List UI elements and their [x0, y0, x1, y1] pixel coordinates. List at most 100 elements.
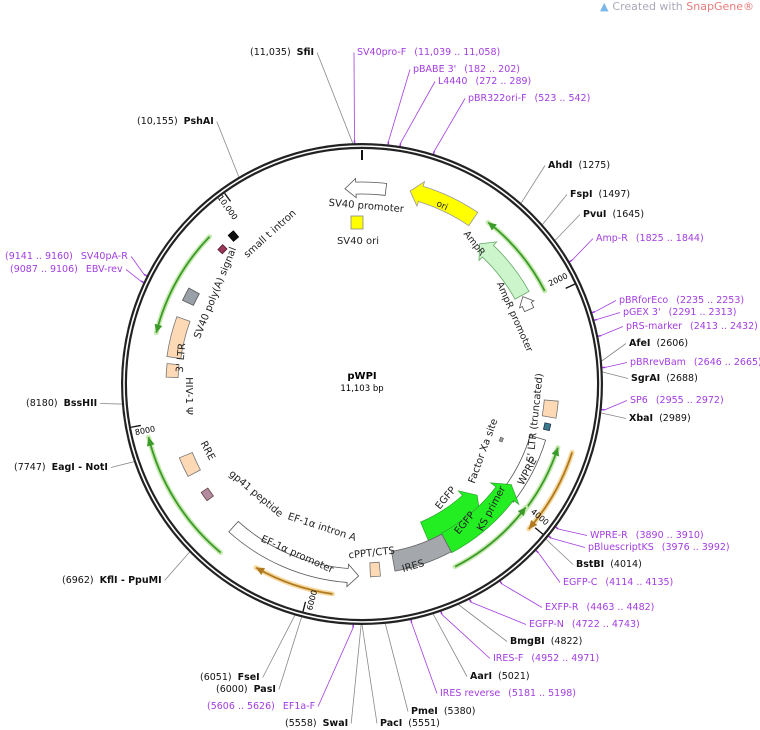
enzyme-name: PacI [380, 718, 402, 729]
primer-range: (182 .. 202) [464, 64, 520, 75]
enzyme-label-pmei[interactable]: PmeI(5380) [411, 706, 475, 717]
enzyme-label-pshai[interactable]: (10,155)PshAI [137, 116, 214, 127]
primer-label-ef1a-f[interactable]: (5606 .. 5626)EF1a-F [207, 701, 315, 712]
primer-label-amp-r[interactable]: Amp-R(1825 .. 1844) [596, 233, 704, 244]
enzyme-leader-line [432, 614, 468, 677]
small-t-intron-mark[interactable] [227, 230, 240, 242]
primer-label-exfp-r[interactable]: EXFP-R(4463 .. 4482) [545, 602, 654, 613]
snapgene-watermark: ▲Created with SnapGene® [599, 0, 754, 13]
ori-arrow[interactable] [409, 180, 479, 227]
enzyme-pos: (2606) [656, 338, 688, 349]
sv40-promoter-arrow[interactable] [344, 177, 388, 199]
orf-left-green[interactable] [147, 437, 222, 554]
primer-name: SV40pA-R [81, 251, 128, 262]
ampr-arrow[interactable] [478, 241, 530, 300]
primer-range: (4114 .. 4135) [605, 577, 673, 588]
tick-mark [302, 601, 307, 612]
primer-label-ires-f[interactable]: IRES-F(4952 .. 4971) [493, 653, 599, 664]
primer-leader-line [594, 300, 617, 313]
ires-box[interactable] [391, 533, 452, 572]
enzyme-name: FspI [570, 189, 592, 200]
enzyme-leader-line [601, 343, 627, 362]
primer-name: SV40pro-F [357, 47, 406, 58]
enzyme-label-sgrai[interactable]: SgrAI(2688) [631, 373, 698, 384]
primer-label-wpre-r[interactable]: WPRE-R(3890 .. 3910) [590, 530, 704, 541]
enzyme-pos: (4822) [551, 636, 583, 647]
enzyme-name: AfeI [629, 338, 650, 349]
5-ltr-truncated-box[interactable] [541, 399, 559, 419]
primer-label-pbrforeco[interactable]: pBRforEco(2235 .. 2253) [619, 295, 744, 306]
3-ltr-box[interactable] [166, 316, 191, 359]
enzyme-label-paci[interactable]: PacI(5551) [380, 718, 440, 729]
primer-leader-line [441, 614, 491, 659]
primer-range: (2955 .. 2972) [656, 395, 724, 406]
sv40-small-t-pink[interactable] [217, 244, 228, 255]
enzyme-label-xbai[interactable]: XbaI(2989) [629, 413, 691, 424]
enzyme-name: AhdI [548, 160, 572, 171]
primer-label-sv40pa-r[interactable]: (9141 .. 9160)SV40pA-R [5, 251, 128, 262]
primer-label-ebv-rev[interactable]: (9087 .. 9106)EBV-rev [10, 264, 123, 275]
primer-range: (4722 .. 4743) [572, 619, 640, 630]
orf-upper-left-green[interactable] [155, 236, 211, 333]
ef1a-promoter-arrow[interactable] [228, 520, 360, 588]
enzyme-label-bsshii[interactable]: (8180)BssHII [26, 398, 97, 409]
primer-label-ires-reverse[interactable]: IRES reverse(5181 .. 5198) [440, 688, 576, 699]
primer-label-pbabe-3-[interactable]: pBABE 3'(182 .. 202) [413, 64, 520, 75]
tick-label: 8000 [134, 424, 156, 437]
egfp-arrow-2[interactable] [440, 482, 520, 554]
factor-xa-mark[interactable] [498, 436, 504, 443]
enzyme-label-ahdi[interactable]: AhdI(1275) [548, 160, 610, 171]
tick-label: 2000 [547, 271, 569, 288]
tick-mark [130, 424, 141, 428]
feature-shapes [146, 177, 575, 597]
enzyme-label-bmgbi[interactable]: BmgBI(4822) [510, 636, 582, 647]
primer-label-egfp-n[interactable]: EGFP-N (4722 .. 4743) [529, 619, 640, 630]
cppt-cts-box[interactable] [369, 561, 381, 578]
primer-label-egfp-c[interactable]: EGFP-C(4114 .. 4135) [563, 577, 673, 588]
enzyme-name: PmeI [411, 706, 438, 717]
teal-feature[interactable] [542, 422, 552, 432]
enzyme-leader-line [100, 403, 122, 405]
sv40-ori-box[interactable] [350, 215, 364, 230]
enzyme-label-sfii[interactable]: (11,035)SfiI [250, 47, 314, 58]
enzyme-label-fsei[interactable]: (6051)FseI [200, 672, 260, 683]
label-gp41-peptide: gp41 peptide [227, 468, 285, 519]
primer-label-pbluescriptks[interactable]: pBluescriptKS(3976 .. 3992) [588, 542, 730, 553]
primer-label-sv40pro-f[interactable]: SV40pro-F(11,039 .. 11,058) [357, 47, 500, 58]
enzyme-label-fspi[interactable]: FspI (1497) [570, 189, 630, 200]
orf-ampr-arrowhead [488, 222, 497, 231]
enzyme-label-pvui[interactable]: PvuI(1645) [583, 209, 644, 220]
rre-box[interactable] [178, 452, 201, 478]
primer-range: (9087 .. 9106) [10, 264, 78, 275]
enzyme-pos: (1497) [598, 189, 630, 200]
primer-label-pbrrevbam[interactable]: pBRrevBam(2646 .. 2665) [630, 357, 760, 368]
primer-label-sp6[interactable]: SP6(2955 .. 2972) [630, 395, 724, 406]
primer-label-pbr322ori-f[interactable]: pBR322ori-F(523 .. 542) [468, 93, 590, 104]
gp41-peptide-box[interactable] [200, 487, 215, 502]
enzyme-label-kfli[interactable]: (6962)KflI - PpuMI [62, 575, 162, 586]
enzyme-leader-line [602, 371, 629, 379]
enzyme-label-afei[interactable]: AfeI (2606) [629, 338, 688, 349]
enzyme-leader-line [278, 617, 302, 690]
primer-label-pgex-3-[interactable]: pGEX 3'(2291 .. 2313) [623, 307, 736, 318]
primer-name: EGFP-N [529, 619, 564, 630]
enzyme-label-bstbi[interactable]: BstBI(4014) [576, 559, 642, 570]
primer-leader-line [501, 583, 543, 608]
label-3-ltr: 3' LTR [175, 343, 189, 373]
primer-label-l4440[interactable]: L4440(272 .. 289) [438, 76, 531, 87]
enzyme-label-eagi[interactable]: (7747)EagI - NotI [14, 462, 108, 473]
enzyme-name: PshAI [184, 116, 214, 127]
primer-range: (5181 .. 5198) [508, 688, 576, 699]
tick-mark [534, 527, 544, 535]
sv40-polya-box[interactable] [182, 287, 200, 306]
ampr-promoter-arrow[interactable] [518, 296, 535, 313]
label-small-t-intron: small t intron [242, 208, 299, 261]
enzyme-label-swai[interactable]: (5558)SwaI [285, 718, 348, 729]
enzyme-name: FseI [238, 672, 260, 683]
label-ef1a-intron: EF-1α intron A [286, 511, 357, 544]
enzyme-name: SgrAI [631, 373, 660, 384]
enzyme-label-pasi[interactable]: (6000)PasI [216, 684, 276, 695]
enzyme-label-aari[interactable]: AarI(5021) [470, 671, 530, 682]
hiv-psi-box[interactable] [165, 363, 180, 378]
primer-label-prs-marker[interactable]: pRS-marker(2413 .. 2432) [626, 321, 758, 332]
